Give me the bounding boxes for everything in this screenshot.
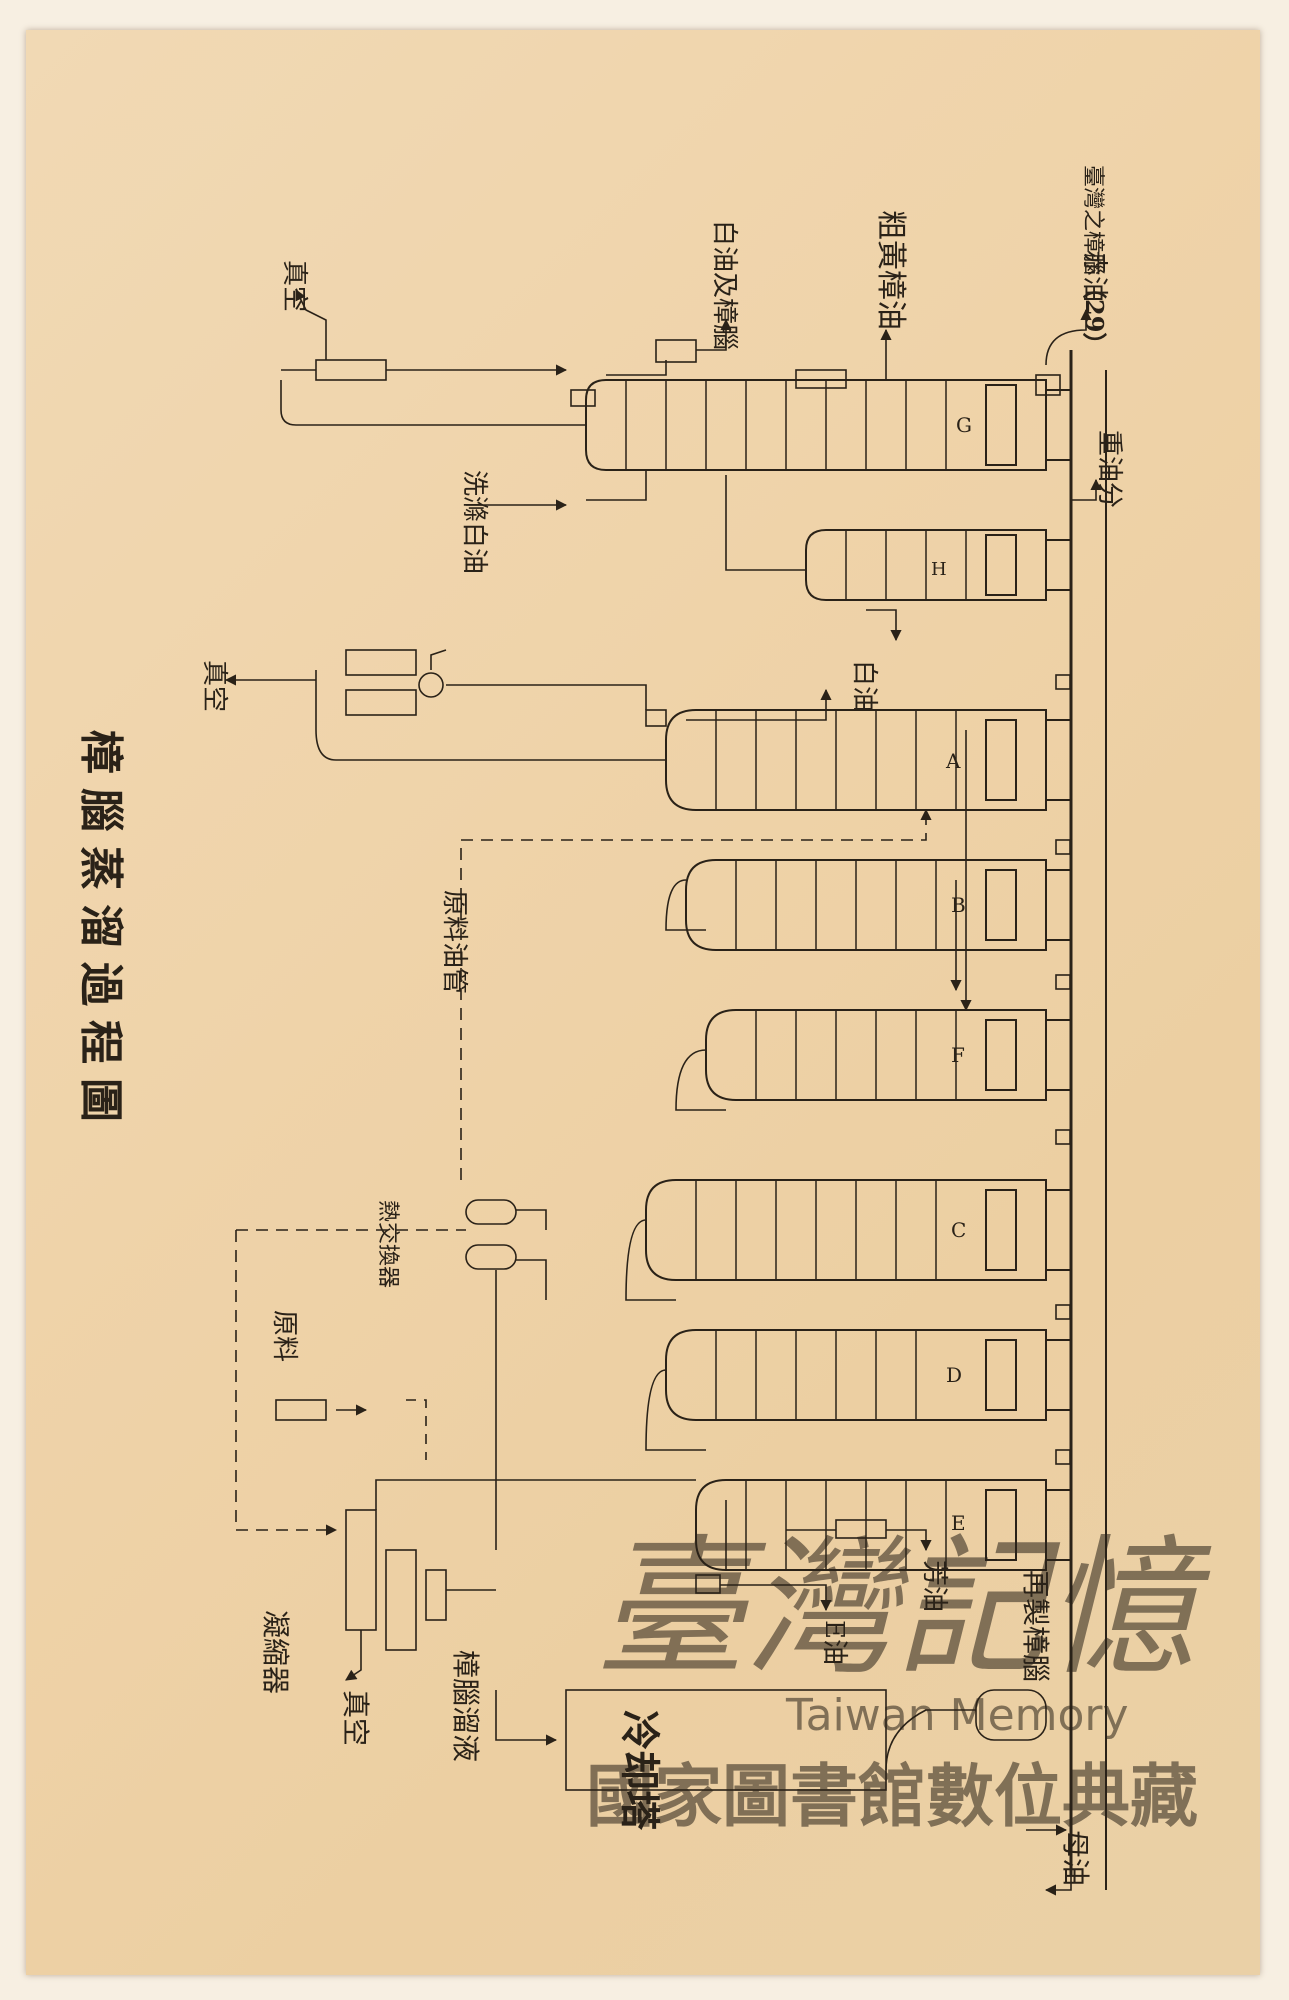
label-red-oil: 赤油: [1079, 250, 1109, 302]
label-heavy-fraction: 重油分: [1094, 430, 1124, 508]
running-head: 臺灣之樟腦: [1080, 165, 1105, 275]
column-label-H: H: [931, 559, 947, 580]
label-white-oil-camphor: 白油及樟腦: [709, 220, 739, 350]
column-label-G: G: [956, 413, 972, 437]
label-crude-safrole: 粗黃樟油: [873, 210, 908, 330]
column-G: [585, 379, 1071, 471]
watermark-calligraphy: 臺灣記憶: [596, 1522, 1212, 1696]
label-cooling-tower: 冷却塔: [616, 1710, 663, 1831]
label-feed-oil-pipe: 原料油管: [439, 890, 469, 994]
piping: [224, 288, 1102, 1896]
label-vacuum-top: 真空: [279, 260, 309, 312]
watermark-institution: 國家圖書館數位典藏: [586, 1758, 1198, 1837]
label-mother-oil: 母油: [1059, 1830, 1092, 1886]
column-F: [705, 1009, 1071, 1101]
scanned-page: 臺灣之樟腦 （29） 樟腦蒸溜過程圖 G H: [26, 30, 1260, 1975]
watermark: 臺灣記憶 Taiwan Memory 國家圖書館數位典藏: [586, 1522, 1212, 1837]
label-fragrant-oil: 芳油: [919, 1560, 949, 1612]
label-recrystallized-camphor: 再製樟腦: [1019, 1570, 1052, 1682]
column-B: [685, 859, 1071, 951]
column-label-F: F: [951, 1043, 965, 1067]
label-condenser: 凝縮器: [259, 1610, 292, 1694]
column-E: [695, 1479, 1071, 1571]
label-vacuum-mid: 真空: [199, 660, 229, 712]
label-white-oil: 白油: [849, 660, 879, 712]
column-label-A: A: [945, 749, 961, 773]
watermark-english: Taiwan Memory: [785, 1690, 1129, 1741]
label-feed: 原料: [269, 1310, 299, 1362]
process-diagram: 臺灣之樟腦 （29） 樟腦蒸溜過程圖 G H: [75, 165, 1212, 1896]
column-H: [805, 529, 1071, 601]
column-D: [665, 1329, 1071, 1421]
figure-title: 樟腦蒸溜過程圖: [75, 730, 126, 1136]
column-A: [665, 709, 1071, 811]
label-vacuum-low: 真空: [339, 1690, 372, 1746]
label-wash-white-oil: 洗滌白油: [459, 470, 489, 574]
column-label-C: C: [951, 1218, 966, 1242]
label-e-oil: E油: [819, 1620, 849, 1665]
label-camphor-distillate: 樟腦溜液: [449, 1650, 482, 1762]
column-label-D: D: [946, 1363, 962, 1387]
column-label-E: E: [951, 1511, 966, 1535]
column-C: [645, 1179, 1071, 1281]
column-label-B: B: [951, 893, 966, 917]
label-heat-exchanger: 熱交換器: [375, 1200, 400, 1288]
